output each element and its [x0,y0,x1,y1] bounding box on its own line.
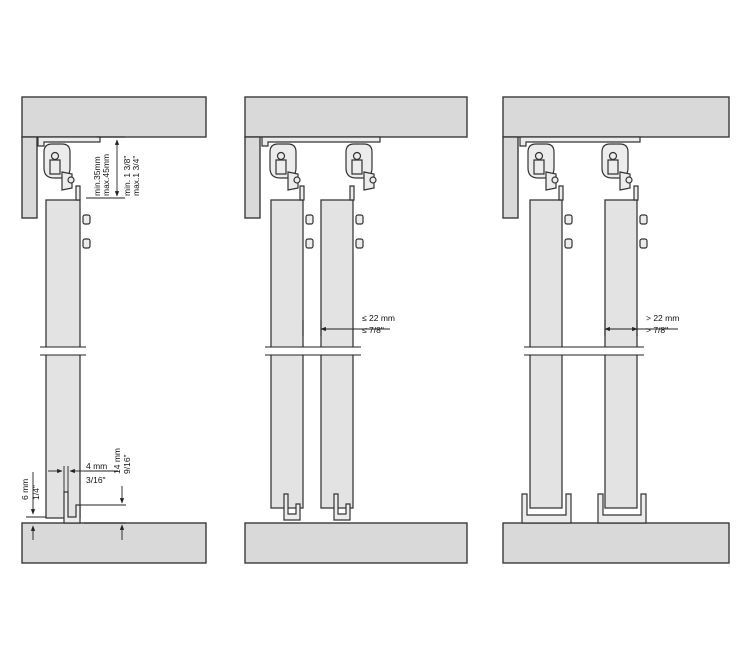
panel2-bolts-right [355,214,364,249]
panel3-bolts-right [639,214,648,249]
panel3-bracket-right [633,185,639,201]
panel1-guide-height-mm: 14 mm [112,448,122,474]
panel1-top-height-in-max: max.1 3/4" [131,156,141,196]
panel2-floor-guide-right [333,493,351,521]
panel1-ceiling-slab [21,96,207,138]
panel1-break-line [40,347,86,355]
panel3-top-track [519,136,641,147]
panel3-spacing-mm: > 22 mm [646,313,679,323]
panel2-spacing-in: ≤ 7/8" [362,325,384,335]
panel2-roller-left [269,143,301,191]
panel3-roller-left [527,143,559,191]
panel1-door-leaf [45,199,81,519]
panel1-guide-width-in: 3/16" [86,475,106,485]
panel2-floor-guide-left [283,493,301,521]
panel3-roller-right [601,143,633,191]
panel3-side-wall [502,136,519,219]
panel3-spacing-in: > 7/8" [646,325,668,335]
panel2-top-track [261,136,381,147]
panel1-floor-guide [63,491,81,524]
panel2-bracket-left [299,185,305,201]
panel1-floor-slab [21,522,207,564]
panel2-bracket-right [349,185,355,201]
panel1-top-height-mm-max: max.45mm [101,154,111,196]
panel3-floor-slab [502,522,730,564]
panel3-bolts-left [564,214,573,249]
panel2-floor-slab [244,522,468,564]
panel2-roller-right [345,143,377,191]
panel3-floor-guide-left [521,493,572,524]
panel1-side-wall [21,136,38,219]
panel3-wide-doors: > 22 mm > 7/8" [502,96,730,564]
panel2-side-wall [244,136,261,219]
panel3-break-line [524,347,644,355]
panel1-single-door: min.35mm max.45mm min. 1 3/8" max.1 3/4"… [20,96,207,564]
panel1-top-height-in: min. 1 3/8" [122,156,132,196]
panel3-floor-guide-right [597,493,647,524]
panel1-roller-carriage [43,143,75,191]
panel3-ceiling-slab [502,96,730,138]
panel1-bottom-gap-in: 1/4" [31,485,41,500]
panel1-mount-bracket [75,185,81,201]
panel3-bracket-left [558,185,564,201]
panel2-bolts-left [305,214,314,249]
panel2-ceiling-slab [244,96,468,138]
panel2-break-line [265,347,361,355]
panel1-bottom-gap-mm: 6 mm [20,479,30,500]
panel1-fixing-bolts [82,214,91,249]
panel1-guide-height-in: 9/16" [122,454,132,474]
panel1-guide-width-mm: 4 mm [86,461,107,471]
panel2-spacing-mm: ≤ 22 mm [362,313,395,323]
panel2-close-doors: ≤ 22 mm ≤ 7/8" [244,96,468,564]
panel1-top-height-mm: min.35mm [92,156,102,196]
